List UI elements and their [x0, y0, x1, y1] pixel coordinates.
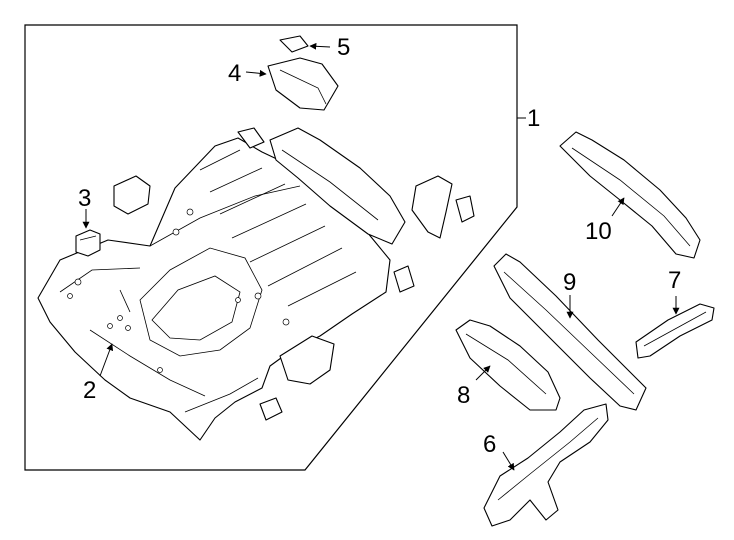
- callout-4: 4: [228, 60, 241, 87]
- callout-8: 8: [457, 382, 470, 409]
- rear-rail-part: [559, 131, 701, 259]
- callout-8-leader: [475, 365, 491, 381]
- top-clip-part: [237, 127, 265, 149]
- callout-6-leader: [502, 451, 515, 471]
- crossmember-9-part: [493, 253, 647, 411]
- front-rail-part: [483, 403, 609, 527]
- right-clip-part: [455, 195, 475, 223]
- callout-1: 1: [527, 105, 540, 132]
- floor-pan-part: [37, 137, 391, 441]
- mid-clip-part: [393, 265, 415, 293]
- callout-10-leader: [611, 197, 625, 217]
- callout-2: 2: [83, 377, 96, 404]
- upper-bracket-part: [267, 57, 339, 111]
- callout-3: 3: [78, 185, 91, 212]
- callout-7: 7: [668, 267, 681, 294]
- small-rail-part: [635, 303, 715, 359]
- callout-5-leader: [309, 42, 331, 50]
- small-tab-part: [279, 35, 309, 53]
- callout-2-leader: [99, 343, 114, 377]
- callout-9: 9: [563, 269, 576, 296]
- callout-6: 6: [483, 431, 496, 458]
- small-bracket-part: [75, 229, 101, 257]
- callout-10: 10: [585, 218, 612, 245]
- callout-4-leader: [245, 69, 267, 77]
- rear-crossmember-part: [269, 127, 406, 245]
- right-bracket-part: [411, 175, 453, 239]
- callout-5: 5: [337, 34, 350, 61]
- lower-bracket-part: [279, 335, 335, 385]
- crossmember-8-part: [455, 319, 561, 411]
- lower-clip-part: [259, 397, 283, 421]
- side-bracket-part: [113, 175, 151, 215]
- assembly-boundary: [24, 24, 518, 471]
